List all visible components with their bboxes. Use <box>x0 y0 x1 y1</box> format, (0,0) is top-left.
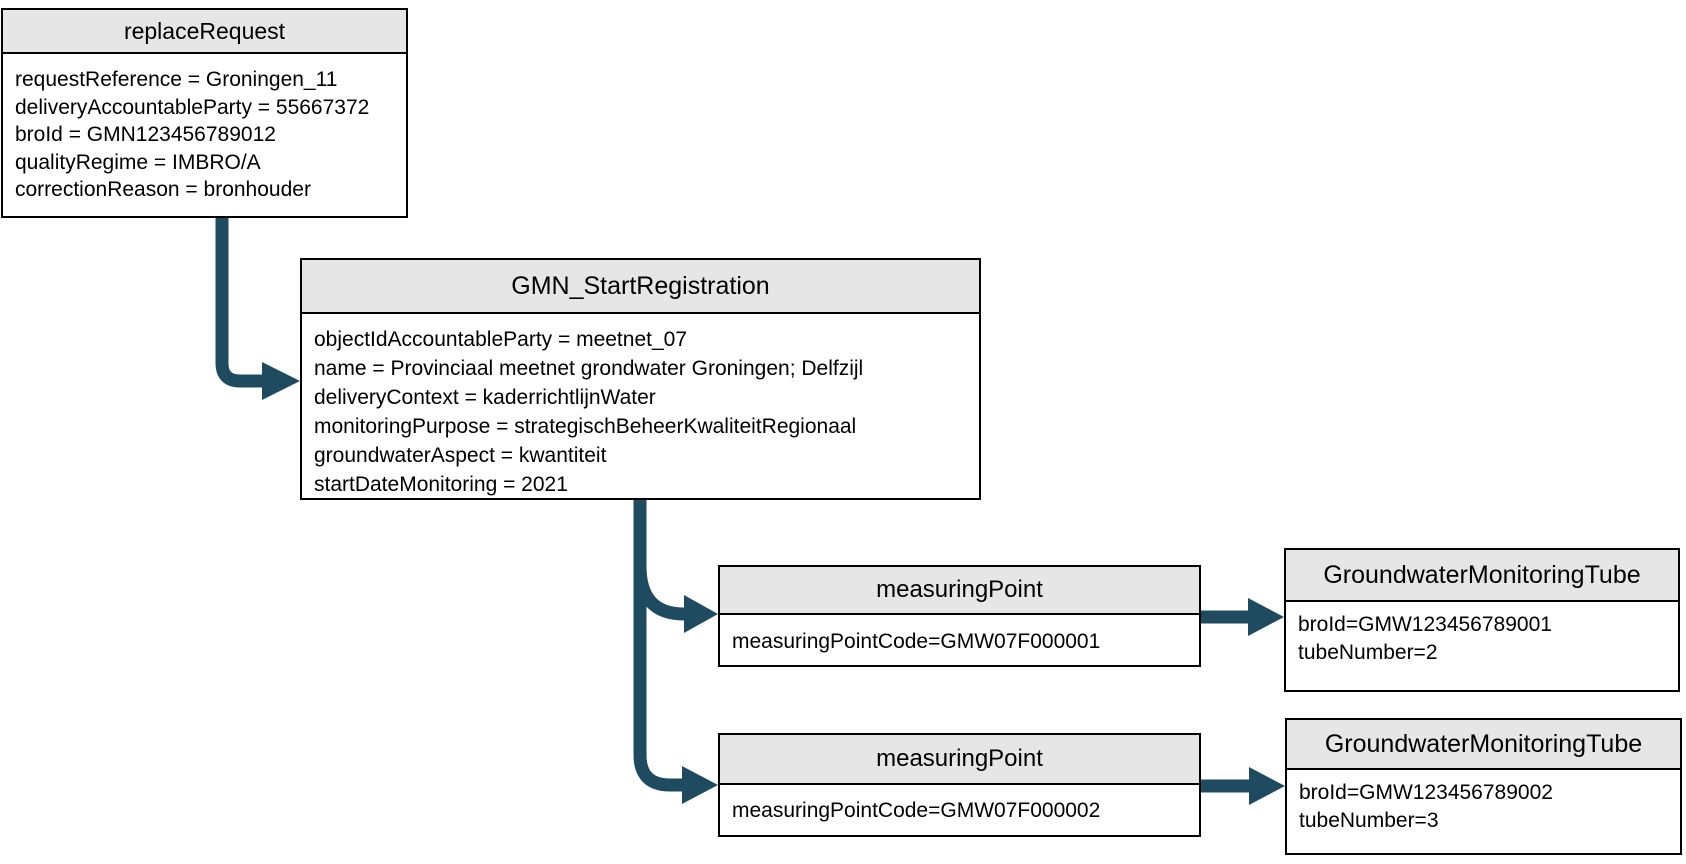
attribute-line: monitoringPurpose = strategischBeheerKwa… <box>314 415 857 438</box>
node-title: GroundwaterMonitoringTube <box>1287 720 1680 770</box>
node-groundwater-monitoring-tube-1: GroundwaterMonitoringTube broId=GMW12345… <box>1284 548 1680 692</box>
node-measuring-point-1: measuringPoint measuringPointCode=GMW07F… <box>718 565 1201 667</box>
attribute-line: startDateMonitoring = 2021 <box>314 473 568 496</box>
attribute-line: objectIdAccountableParty = meetnet_07 <box>314 328 687 351</box>
arrowhead-gmn-to-measuring-point-2 <box>682 766 718 804</box>
node-title: replaceRequest <box>3 10 406 54</box>
node-body: broId=GMW123456789002 tubeNumber=3 <box>1287 770 1680 835</box>
attribute-line: tubeNumber=2 <box>1298 641 1438 664</box>
node-body: measuringPointCode=GMW07F000001 <box>720 615 1199 656</box>
attribute-line: broId=GMW123456789001 <box>1298 613 1552 636</box>
node-title: measuringPoint <box>720 567 1199 615</box>
attribute-line: measuringPointCode=GMW07F000001 <box>732 630 1101 653</box>
attribute-line: broId=GMW123456789002 <box>1299 781 1553 804</box>
attribute-line: qualityRegime = IMBRO/A <box>15 150 261 174</box>
node-measuring-point-2: measuringPoint measuringPointCode=GMW07F… <box>718 733 1201 837</box>
arrowhead-measuring-point-2-to-tube-2 <box>1249 767 1285 805</box>
node-body: requestReference = Groningen_11 delivery… <box>3 54 406 204</box>
attribute-line: broId = GMN123456789012 <box>15 123 276 146</box>
node-groundwater-monitoring-tube-2: GroundwaterMonitoringTube broId=GMW12345… <box>1285 718 1682 855</box>
attribute-line: deliveryAccountableParty = 55667372 <box>15 95 370 119</box>
arrowhead-gmn-to-measuring-point-1 <box>684 595 718 633</box>
arrow-gmn-to-measuring-point-1 <box>633 565 685 621</box>
arrow-gmn-to-measuring-point-2 <box>633 500 682 792</box>
node-title: GMN_StartRegistration <box>302 260 979 314</box>
node-body: broId=GMW123456789001 tubeNumber=2 <box>1286 602 1678 667</box>
arrowhead-measuring-point-1-to-tube-1 <box>1248 598 1284 636</box>
attribute-line: name = Provinciaal meetnet grondwater Gr… <box>314 357 864 380</box>
attribute-line: requestReference = Groningen_11 <box>15 68 338 91</box>
node-gmn-start-registration: GMN_StartRegistration objectIdAccountabl… <box>300 258 981 500</box>
node-replace-request: replaceRequest requestReference = Gronin… <box>1 8 408 218</box>
node-title: GroundwaterMonitoringTube <box>1286 550 1678 602</box>
attribute-line: groundwaterAspect = kwantiteit <box>314 444 607 467</box>
attribute-line: tubeNumber=3 <box>1299 809 1439 832</box>
arrowhead-replace-to-gmn <box>262 362 300 400</box>
attribute-line: deliveryContext = kaderrichtlijnWater <box>314 386 656 409</box>
attribute-line: correctionReason = bronhouder <box>15 178 311 201</box>
arrow-replace-to-gmn <box>215 218 262 388</box>
node-body: objectIdAccountableParty = meetnet_07 na… <box>302 314 979 499</box>
node-body: measuringPointCode=GMW07F000002 <box>720 785 1199 825</box>
attribute-line: measuringPointCode=GMW07F000002 <box>732 799 1101 822</box>
node-title: measuringPoint <box>720 735 1199 785</box>
